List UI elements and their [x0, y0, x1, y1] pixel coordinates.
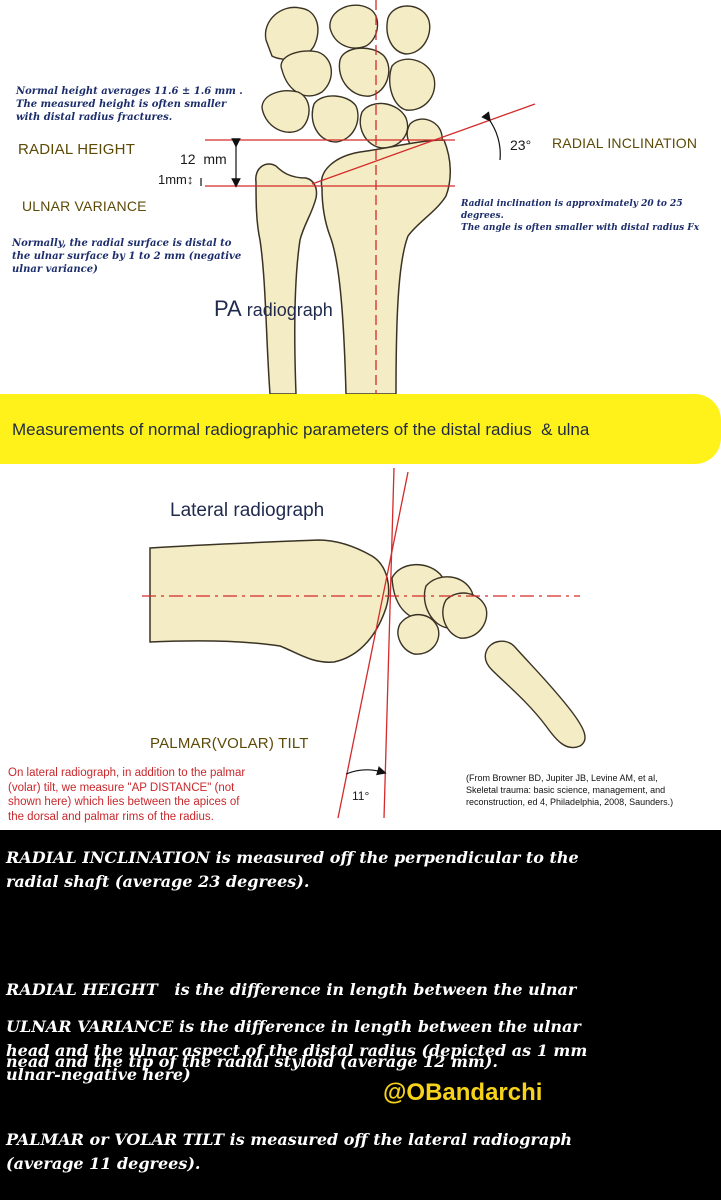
- lat-guide-lines: [142, 467, 580, 819]
- source-citation: (From Browner BD, Jupiter JB, Levine AM,…: [466, 772, 716, 808]
- citation-line: Skeletal trauma: basic science, manageme…: [466, 785, 666, 795]
- ap-distance-note: On lateral radiograph, in addition to th…: [8, 766, 328, 824]
- summary-line: head and the ulnar aspect of the distal …: [6, 1041, 588, 1060]
- note-line: ulnar variance): [12, 264, 98, 275]
- note-line: Radial inclination is approximately 20 t…: [461, 199, 683, 221]
- palmar-tilt-angle-label: 11°: [352, 789, 370, 803]
- summary-radial-inclination: RADIAL INCLINATION is measured off the p…: [6, 846, 706, 894]
- palmar-tilt-label: PALMAR(VOLAR) TILT: [150, 735, 309, 752]
- radial-inclination-note: Radial inclination is approximately 20 t…: [461, 198, 711, 234]
- pa-carpal-bones: [261, 4, 443, 154]
- lat-metacarpal: [484, 640, 586, 749]
- author-handle: @OBandarchi: [383, 1079, 543, 1106]
- note-line: The measured height is often smaller: [16, 99, 227, 110]
- inclination-angle-label: 23°: [510, 137, 532, 153]
- summary-radial-height: RADIAL HEIGHT is the difference in lengt…: [6, 930, 706, 1098]
- summary-line: nead and the tip of the radial styloid (…: [6, 1052, 498, 1071]
- summary-line: PALMAR or VOLAR TILT is measured off the…: [6, 1130, 572, 1149]
- lat-radius: [149, 539, 390, 663]
- pa-guide-lines: [205, 0, 536, 394]
- pa-view-title-rest: radiograph: [246, 300, 333, 320]
- banner-title: Measurements of normal radiographic para…: [12, 420, 590, 439]
- note-line: On lateral radiograph, in addition to th…: [8, 767, 246, 779]
- radial-height-note: Normal height averages 11.6 ± 1.6 mm . T…: [16, 85, 246, 124]
- summary-line: ULNAR VARIANCE is the difference in leng…: [6, 1017, 581, 1036]
- summary-line: RADIAL INCLINATION is measured off the p…: [6, 848, 579, 867]
- pa-radius: [320, 139, 451, 395]
- summary-line: radial shaft (average 23 degrees).: [6, 872, 310, 891]
- summary-panel: [0, 830, 721, 1200]
- citation-line: (From Browner BD, Jupiter JB, Levine AM,…: [466, 773, 658, 783]
- note-line: the dorsal and palmar rims of the radius…: [8, 810, 214, 823]
- summary-line: ulnar-negative here): [6, 1065, 191, 1084]
- lateral-view-title: Lateral radiograph: [170, 500, 325, 521]
- note-line: the ulnar surface by 1 to 2 mm (negative: [12, 251, 242, 262]
- note-line: Normally, the radial surface is distal t…: [12, 238, 232, 249]
- lat-carpal-bones: [391, 564, 488, 655]
- pa-ulna: [255, 163, 318, 395]
- pa-dimension-marks: [200, 111, 501, 188]
- up-down-arrow-icon: ↕: [186, 172, 194, 187]
- note-line: shown here) which lies between the apice…: [8, 796, 240, 808]
- ulnar-variance-label: ULNAR VARIANCE: [22, 198, 147, 214]
- note-line: (volar) tilt, we measure "AP DISTANCE" (…: [8, 781, 235, 794]
- ulnar-variance-note: Normally, the radial surface is distal t…: [12, 237, 262, 276]
- lat-angle-arc: [345, 766, 387, 776]
- summary-line: RADIAL HEIGHT is the difference in lengt…: [6, 980, 577, 999]
- citation-line: reconstruction, ed 4, Philadelphia, 2008…: [466, 797, 674, 807]
- note-line: Normal height averages 11.6 ± 1.6 mm .: [16, 86, 243, 97]
- radial-inclination-label: RADIAL INCLINATION: [552, 135, 698, 151]
- note-line: with distal radius fractures.: [16, 112, 173, 123]
- title-banner: [0, 394, 721, 464]
- pa-view-title: PA radiograph: [214, 296, 333, 322]
- variance-dimension-label: 1mm↕: [158, 172, 193, 187]
- summary-palmar-tilt: PALMAR or VOLAR TILT is measured off the…: [6, 1128, 706, 1176]
- summary-ulnar-variance: ULNAR VARIANCE is the difference in leng…: [6, 1015, 706, 1087]
- radial-height-label: RADIAL HEIGHT: [18, 141, 136, 158]
- variance-dim-text: 1mm: [158, 172, 187, 187]
- pa-view-title-bold: PA: [214, 296, 242, 321]
- note-line: The angle is often smaller with distal r…: [461, 223, 700, 233]
- height-dimension-label: 12 mm: [180, 151, 227, 167]
- summary-line: (average 11 degrees).: [6, 1154, 201, 1173]
